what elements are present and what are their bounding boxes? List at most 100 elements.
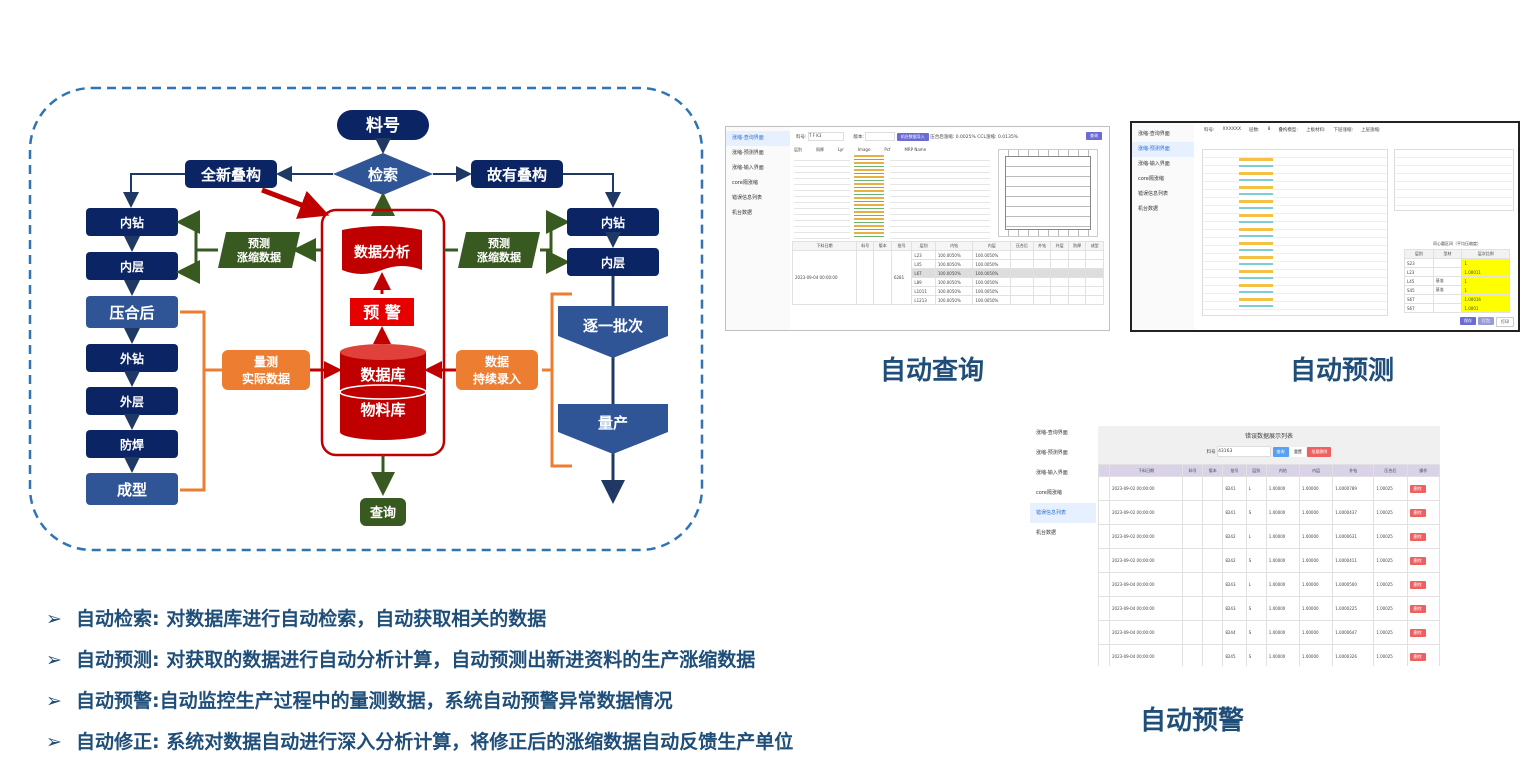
ss3-delete-button[interactable]: 删除 — [1409, 604, 1426, 613]
ss3-main: 错误数据展示列表 料号 43163 查询 重置 批量删除 下料日期料号版本批号 … — [1098, 426, 1440, 666]
svg-text:涨缩数据: 涨缩数据 — [477, 250, 521, 264]
screenshot-query: 涨缩-查询界面 涨缩-预测界面 涨缩-输入界面 core隔涨缩 错误信息列表 机… — [725, 126, 1110, 331]
ss3-delete-button[interactable]: 删除 — [1409, 532, 1426, 541]
svg-text:预测: 预测 — [488, 236, 510, 250]
node-guyou-label: 故有叠构 — [487, 166, 547, 184]
node-shuju-fenxi — [342, 226, 422, 274]
ss3-reset-button[interactable]: 重置 — [1289, 447, 1306, 457]
svg-text:成型: 成型 — [117, 481, 147, 499]
ss3-batch-delete-button[interactable]: 批量删除 — [1307, 447, 1332, 457]
ss3-search-input[interactable]: 43163 — [1217, 446, 1272, 457]
bullet-arrow-icon: ➢ — [46, 649, 62, 671]
node-chaxun — [360, 498, 406, 526]
ss3-nav-item[interactable]: core隔涨缩 — [1036, 490, 1062, 496]
svg-text:量产: 量产 — [598, 414, 628, 432]
ss2-print-button[interactable]: 打印 — [1496, 317, 1514, 327]
node-quanxin-label: 全新叠构 — [200, 166, 261, 184]
node-celiang — [222, 350, 310, 390]
ss2-nav-item[interactable]: core隔涨缩 — [1138, 176, 1164, 182]
bullet-item: ➢自动检索: 对数据库进行自动检索，自动获取相关的数据 — [46, 608, 547, 630]
caption-alert: 自动预警 — [1140, 706, 1245, 736]
ss3-delete-button[interactable]: 删除 — [1409, 580, 1426, 589]
ss1-nav-item[interactable]: 涨缩-预测界面 — [732, 150, 764, 156]
ss1-panel-drawing — [998, 149, 1098, 237]
flow-diagram: 料号 检索 全新叠构 故有叠构 内钻 内层 压合后 外钻 外层 防焊 成型 — [28, 86, 704, 552]
svg-text:持续录入: 持续录入 — [473, 371, 521, 386]
node-liaohao — [337, 110, 429, 140]
ss3-nav-item[interactable]: 涨缩-预测界面 — [1036, 450, 1068, 456]
bullet-arrow-icon: ➢ — [46, 608, 62, 630]
screenshot-predict: 涨缩-查询界面 涨缩-预测界面 涨缩-输入界面 core隔涨缩 错误信息列表 机… — [1130, 121, 1520, 332]
left-column: 内钻 内层 压合后 外钻 外层 防焊 成型 — [86, 208, 178, 505]
node-chixu — [456, 350, 538, 390]
dashed-frame — [28, 86, 704, 552]
ss1-liaohao-input[interactable]: T F K3 — [807, 132, 844, 141]
node-jiansuo — [333, 153, 433, 195]
ss2-sidebar: 涨缩-查询界面 涨缩-预测界面 涨缩-输入界面 core隔涨缩 错误信息列表 机… — [1132, 123, 1194, 330]
ss3-nav-item[interactable]: 涨缩-输入界面 — [1036, 470, 1068, 476]
ss2-nav-item[interactable]: 机台数据 — [1138, 206, 1159, 212]
node-yujing — [348, 296, 416, 328]
ss3-query-button[interactable]: 查询 — [1272, 447, 1289, 457]
bullet-arrow-icon: ➢ — [46, 690, 62, 712]
bullet-item: ➢自动预测: 对获取的数据进行自动分析计算，自动预测出新进资料的生产涨缩数据 — [46, 649, 756, 671]
ss2-nav-item[interactable]: 涨缩-查询界面 — [1138, 131, 1170, 137]
caption-query: 自动查询 — [880, 356, 985, 386]
ss3-delete-button[interactable]: 删除 — [1409, 556, 1426, 565]
ss3-delete-button[interactable]: 删除 — [1409, 628, 1426, 637]
ss1-nav-item[interactable]: 涨缩-查询界面 — [726, 131, 790, 146]
node-yuce-left — [218, 232, 300, 268]
ss1-result-table: 下料日期料号版本 批号层别内钻 内层压合后外钻 外层防焊成型 2023-09-0… — [792, 241, 1104, 305]
svg-text:物料库: 物料库 — [360, 401, 405, 419]
ss2-save-button[interactable]: 保存 — [1460, 317, 1476, 325]
svg-text:外钻: 外钻 — [120, 351, 144, 366]
bullet-arrow-icon: ➢ — [46, 731, 62, 753]
ss1-nav-item[interactable]: 机台数据 — [732, 210, 753, 216]
svg-text:数据库: 数据库 — [360, 366, 405, 384]
svg-text:数据: 数据 — [485, 354, 509, 369]
ss3-nav-item[interactable]: 错误信息列表 — [1030, 503, 1096, 523]
svg-text:内层: 内层 — [601, 255, 625, 270]
ss1-sidebar: 涨缩-查询界面 涨缩-预测界面 涨缩-输入界面 core隔涨缩 错误信息列表 机… — [726, 127, 790, 330]
node-quanxin — [185, 160, 277, 188]
node-database: 数据库 物料库 — [339, 344, 427, 440]
svg-text:数据分析: 数据分析 — [354, 244, 410, 261]
ss1-import-button[interactable]: 机台数据导入 — [896, 133, 929, 141]
ss3-delete-button[interactable]: 删除 — [1409, 484, 1426, 493]
node-liangchan — [558, 404, 668, 454]
node-yuce-right — [458, 232, 540, 268]
svg-text:实际数据: 实际数据 — [242, 371, 290, 386]
svg-text:查询: 查询 — [369, 505, 396, 521]
ss3-nav-item[interactable]: 机台数据 — [1036, 530, 1057, 536]
ss3-delete-button[interactable]: 删除 — [1409, 508, 1426, 517]
node-zhuyi — [558, 306, 668, 358]
svg-text:预测: 预测 — [248, 236, 270, 250]
ss3-title: 错误数据展示列表 — [1244, 433, 1293, 440]
node-liaohao-label: 料号 — [366, 115, 400, 136]
ss2-buttons: 保存 打包 打印 — [1460, 317, 1514, 327]
svg-text:内钻: 内钻 — [601, 215, 625, 230]
screenshot-alert: 涨缩-查询界面 涨缩-预测界面 涨缩-输入界面 core隔涨缩 错误信息列表 机… — [1030, 423, 1440, 666]
ss2-nav-item[interactable]: 错误信息列表 — [1138, 191, 1169, 197]
node-jiansuo-label: 检索 — [368, 166, 398, 184]
ss1-search-button[interactable]: 查询 — [1086, 132, 1102, 140]
ss2-pack-button[interactable]: 打包 — [1478, 317, 1494, 325]
caption-predict: 自动预测 — [1290, 356, 1395, 386]
node-guyou — [471, 160, 563, 188]
ss3-delete-button[interactable]: 删除 — [1409, 652, 1426, 661]
ss1-filter: 料号: T F K3 版本: 机台数据导入 压合后涨缩: 0.0025% CCL… — [796, 132, 1102, 144]
ss2-nav-item[interactable]: 涨缩-预测界面 — [1132, 142, 1194, 157]
ss3-error-table: 下料日期料号版本批号 层别内钻内层外钻 压合后操作 2023-09-02 00:… — [1098, 464, 1440, 666]
ss2-nav-item[interactable]: 涨缩-输入界面 — [1138, 161, 1170, 167]
svg-text:量测: 量测 — [254, 354, 278, 369]
ss1-nav-item[interactable]: 涨缩-输入界面 — [732, 165, 764, 171]
svg-text:外层: 外层 — [120, 394, 144, 409]
svg-text:压合后: 压合后 — [109, 304, 154, 322]
ss3-sidebar: 涨缩-查询界面 涨缩-预测界面 涨缩-输入界面 core隔涨缩 错误信息列表 机… — [1030, 423, 1096, 666]
ss1-nav-item[interactable]: core隔涨缩 — [732, 180, 758, 186]
ss1-nav-item[interactable]: 错误信息列表 — [732, 195, 763, 201]
svg-text:内钻: 内钻 — [120, 215, 144, 230]
ss3-nav-item[interactable]: 涨缩-查询界面 — [1036, 430, 1068, 436]
